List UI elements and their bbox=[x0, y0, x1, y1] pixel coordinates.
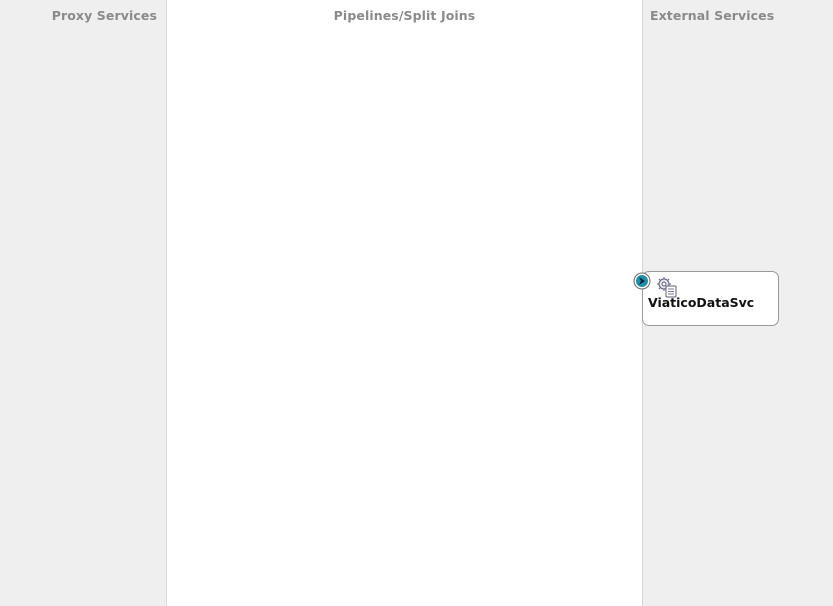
pipelines-split-joins-lane[interactable]: Pipelines/Split Joins bbox=[167, 0, 643, 606]
service-port-arrow-icon[interactable] bbox=[633, 272, 651, 290]
business-service-gear-icon bbox=[655, 276, 679, 298]
external-services-title: External Services bbox=[650, 8, 775, 23]
external-service-node[interactable]: ViaticoDataSvc bbox=[642, 271, 779, 326]
proxy-services-title: Proxy Services bbox=[51, 8, 157, 23]
pipelines-split-joins-title: Pipelines/Split Joins bbox=[333, 8, 476, 23]
service-name-label: ViaticoDataSvc bbox=[648, 295, 755, 310]
proxy-services-lane[interactable]: Proxy Services bbox=[0, 0, 167, 606]
